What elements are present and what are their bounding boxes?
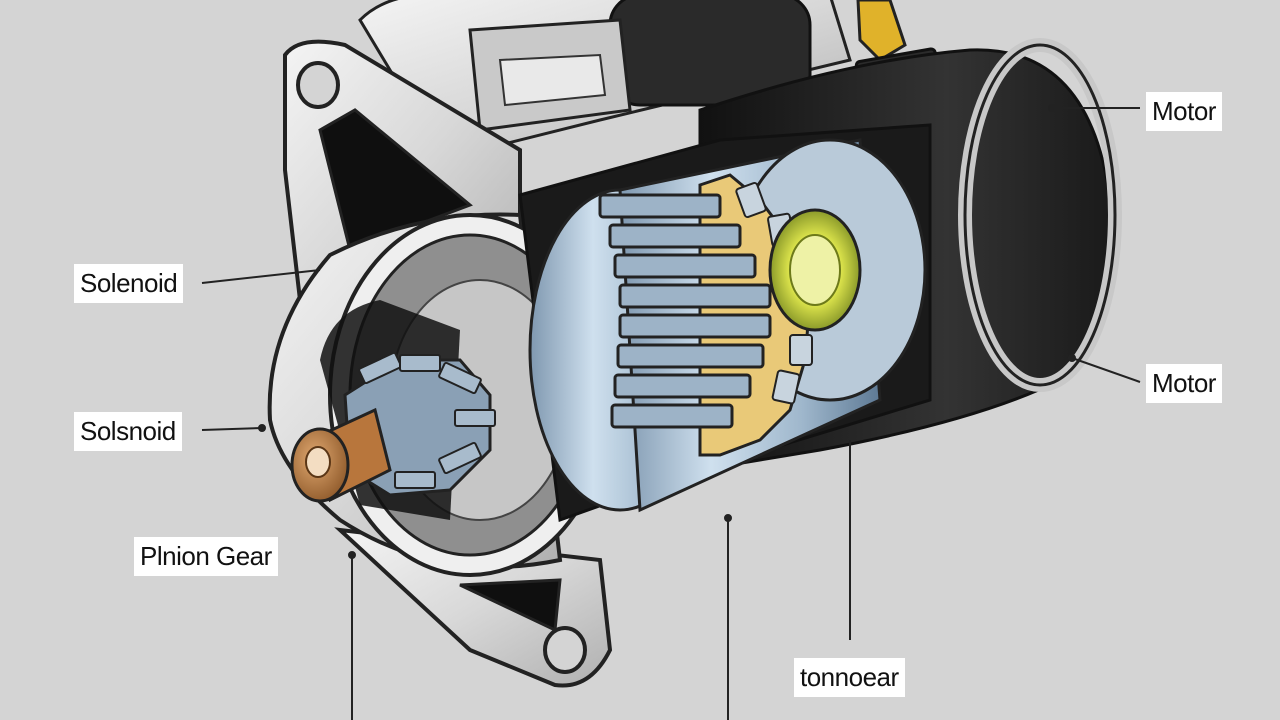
label-bottom-right: tonnoear bbox=[794, 658, 905, 697]
motor-right-leader bbox=[1071, 357, 1141, 383]
leader-lines bbox=[201, 104, 1141, 720]
pinion-shaft-bushing bbox=[290, 407, 392, 503]
solenoid-body bbox=[358, 0, 852, 152]
label-solenoid-lower: Solsnoid bbox=[74, 412, 182, 451]
label-motor-top: Motor bbox=[1146, 92, 1222, 131]
solenoid-lower-leader bbox=[201, 427, 263, 431]
solenoid-upper-leader bbox=[201, 269, 321, 284]
rear-bearing bbox=[768, 208, 862, 332]
label-motor-right: Motor bbox=[1146, 364, 1222, 403]
label-solenoid-upper: Solenoid bbox=[74, 264, 184, 303]
label-pinion-gear: Plnion Gear bbox=[134, 537, 278, 576]
